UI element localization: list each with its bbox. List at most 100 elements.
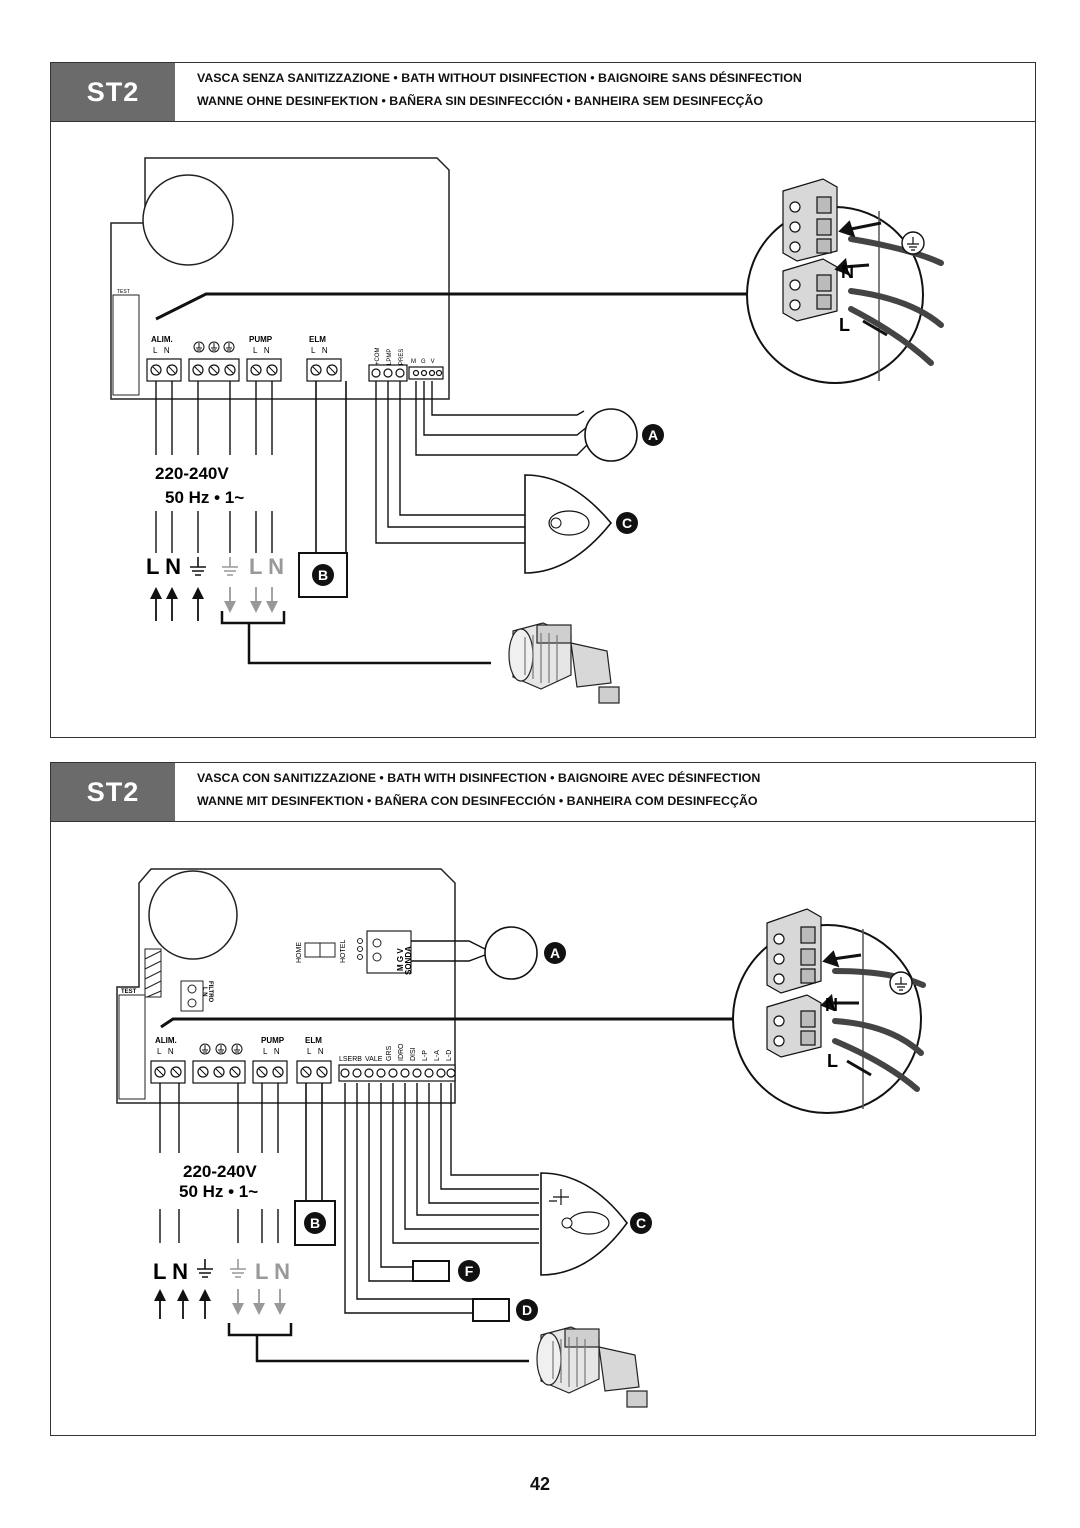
inset-n-label: N — [841, 262, 854, 282]
voltage-label: 220-240V — [183, 1162, 257, 1181]
callout-a-circle — [544, 942, 566, 964]
voltage-label: 220-240V — [155, 464, 229, 483]
wiring-diagram: TEST ALIM. L N PUMP L N ELM L N +COM LPM… — [110, 157, 944, 704]
panel-header: ST2 VASCA CON SANITIZZAZIONE • BATH WITH… — [51, 763, 1035, 822]
callout-c-circle — [630, 1212, 652, 1234]
panel-bath-without-disinfection: ST2 VASCA SENZA SANITIZZAZIONE • BATH WI… — [50, 62, 1036, 738]
pump-motor — [536, 1326, 648, 1408]
idro-label: IDRO — [398, 1043, 405, 1061]
inset-l-label: L — [839, 315, 850, 335]
alim-ln: L N — [153, 346, 170, 355]
ln-gray-label: L N — [255, 1259, 290, 1284]
home-label: HOME — [296, 942, 303, 963]
header-title-line-1: VASCA CON SANITIZZAZIONE • BATH WITH DIS… — [197, 771, 761, 785]
hatched-relay-lines — [144, 950, 162, 998]
inset-terminal-top — [782, 178, 838, 262]
pump-ln: L N — [263, 1047, 280, 1056]
elm-ln: L N — [311, 346, 328, 355]
lp-label: L-P — [422, 1050, 429, 1061]
callout-d: D — [522, 1302, 532, 1318]
inset-wires — [832, 968, 926, 1092]
inset-terminal-bottom — [766, 994, 822, 1058]
component-a — [484, 926, 538, 980]
wiring-diagram: TEST HOME HOTEL M G V SONDA FILTRO L N A… — [116, 868, 926, 1408]
hatched-relay — [144, 948, 162, 998]
vale-label: VALE — [365, 1056, 383, 1063]
callout-b: B — [318, 567, 328, 583]
pump-bracket — [227, 1323, 529, 1363]
st2-badge: ST2 — [51, 763, 175, 821]
alim-label: ALIM. — [151, 335, 173, 344]
header-title-line-2: WANNE MIT DESINFEKTION • BAÑERA CON DESI… — [197, 794, 758, 808]
ground-symbols — [199, 1043, 243, 1055]
component-c-dot — [550, 517, 562, 529]
header-title-line-2: WANNE OHNE DESINFEKTION • BAÑERA SIN DES… — [197, 94, 764, 108]
sonda-connector — [366, 930, 412, 974]
lserb-label: LSERB — [339, 1056, 362, 1063]
box-b — [298, 552, 348, 598]
page-number: 42 — [529, 1474, 551, 1494]
sonda-terminals — [357, 938, 382, 962]
board-round-cover — [148, 870, 238, 960]
ground-symbol-inset-mark — [895, 977, 907, 991]
inset-arrows — [820, 950, 872, 1077]
component-c-button — [548, 510, 590, 536]
callout-d-circle — [516, 1299, 538, 1321]
inset-n-label: N — [825, 995, 838, 1015]
component-a — [584, 408, 638, 462]
grs-label: GRS — [386, 1046, 393, 1062]
terminal-blocks — [150, 1060, 456, 1084]
pump-motor — [508, 622, 620, 704]
inset-cable — [155, 292, 751, 321]
input-arrows — [150, 587, 204, 621]
inset-terminal-top — [766, 908, 822, 994]
test-switch — [112, 294, 140, 396]
supply-wires — [159, 1083, 539, 1314]
header-title-line-1: VASCA SENZA SANITIZZAZIONE • BATH WITHOU… — [197, 71, 802, 85]
alim-label: ALIM. — [155, 1036, 177, 1045]
terminal-blocks — [146, 358, 444, 382]
callout-a-circle — [642, 424, 664, 446]
component-c-button — [568, 1211, 610, 1235]
inset-wires — [848, 236, 944, 366]
ld-label: L-D — [446, 1050, 453, 1061]
callout-c: C — [622, 515, 632, 531]
disi-label: DISI — [410, 1047, 417, 1061]
pump-label: PUMP — [249, 335, 273, 344]
hotel-label: HOTEL — [340, 940, 347, 963]
sonda-cable — [411, 940, 486, 962]
output-arrows — [232, 1289, 286, 1315]
callout-f: F — [465, 1263, 474, 1279]
com-label: +COM — [375, 347, 381, 365]
ground-symbol-gray — [230, 1259, 246, 1278]
ground-symbol-gray — [222, 557, 238, 576]
ground-symbol-black — [197, 1259, 213, 1278]
board-round-cover — [142, 174, 234, 266]
filtro-screw-1 — [187, 984, 197, 994]
box-f — [412, 1260, 450, 1282]
elm-ln: L N — [307, 1047, 324, 1056]
panel-header: ST2 VASCA SENZA SANITIZZAZIONE • BATH WI… — [51, 63, 1035, 122]
pump-bracket — [220, 611, 491, 665]
mgv-label: M G V — [411, 359, 435, 365]
component-c-plus-button — [549, 1189, 569, 1205]
filtro-screw-2 — [187, 998, 197, 1008]
alim-ln: L N — [157, 1047, 174, 1056]
inset-arrows — [834, 220, 888, 337]
pres-label: PRES — [399, 349, 405, 365]
component-c-dot — [561, 1217, 573, 1229]
filtro-ln: L N — [201, 987, 207, 997]
ln-black-label: L N — [146, 554, 181, 579]
pump-ln: L N — [253, 346, 270, 355]
panel-bath-with-disinfection: ST2 VASCA CON SANITIZZAZIONE • BATH WITH… — [50, 762, 1036, 1436]
box-d — [472, 1298, 510, 1322]
inset-l-label: L — [827, 1051, 838, 1071]
callout-c-circle — [616, 512, 638, 534]
callout-b-circle — [304, 1212, 326, 1234]
st2-badge: ST2 — [51, 63, 175, 121]
inset-terminal-bottom — [782, 258, 838, 322]
la-label: L-A — [434, 1050, 441, 1061]
ln-gray-label: L N — [249, 554, 284, 579]
test-label: TEST — [117, 289, 130, 295]
sonda-mgv-label: M G V — [396, 948, 405, 971]
